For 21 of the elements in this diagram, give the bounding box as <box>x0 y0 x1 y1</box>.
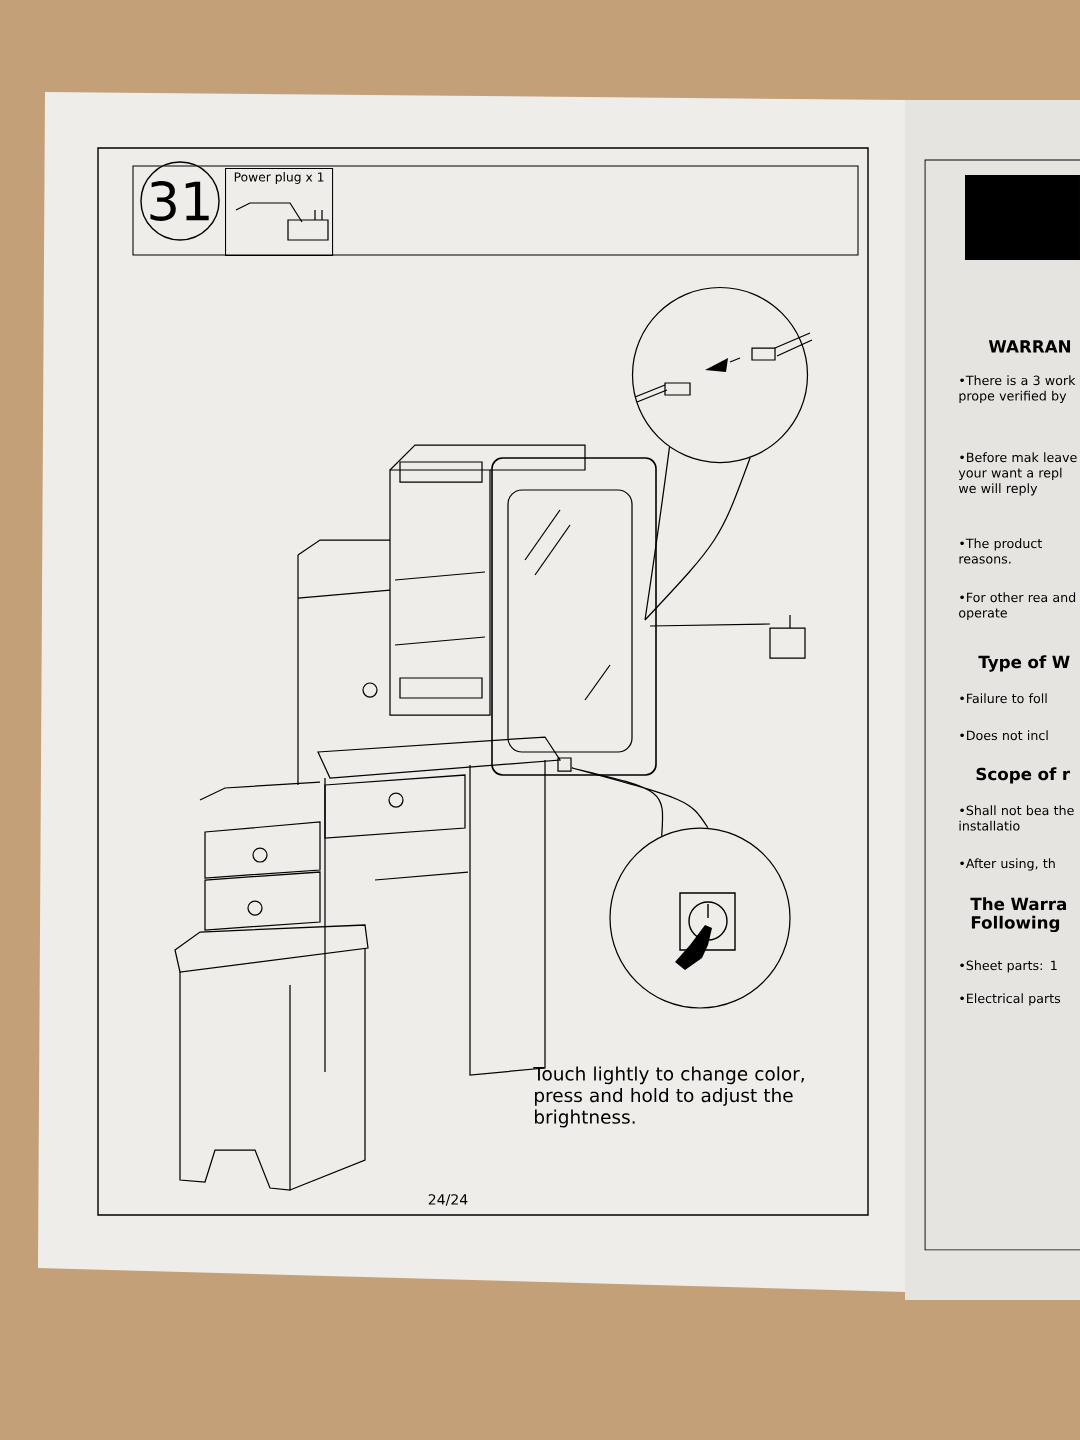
warranty-text: •There is a 3 work prope verified by <box>959 375 1076 404</box>
warranty-text: •Does not incl <box>960 730 1048 741</box>
warranty-text: •For other rea and operate <box>959 592 1076 621</box>
warranty-text: •Failure to foll <box>960 693 1047 704</box>
page-number: 24/24 <box>428 1194 468 1206</box>
warranty-text: •Sheet parts: 1 <box>960 960 1057 973</box>
section-heading: Scope of r <box>976 767 1071 784</box>
section-heading: The Warra Following <box>970 897 1066 933</box>
warranty-text: •Electrical parts <box>960 993 1061 1006</box>
warranty-text: •Before mak leave your want a repl we will reply <box>958 452 1077 496</box>
detail-circle <box>609 827 791 1009</box>
section-heading: Type of W <box>978 655 1070 672</box>
warranty-text: •Shall not bea the installatio <box>959 805 1074 831</box>
step-number: 31 <box>140 161 220 241</box>
leader-line <box>571 767 709 837</box>
instruction-text: Touch lightly to change color, press and hold to adjust the brightness. <box>533 1066 804 1128</box>
parts-box: Power plug x 1 <box>225 168 334 257</box>
section-heading: WARRAN <box>988 340 1071 353</box>
warranty-text: •After using, th <box>960 858 1055 871</box>
warranty-text: •The product reasons. <box>959 538 1042 564</box>
detail-circle <box>631 286 809 464</box>
